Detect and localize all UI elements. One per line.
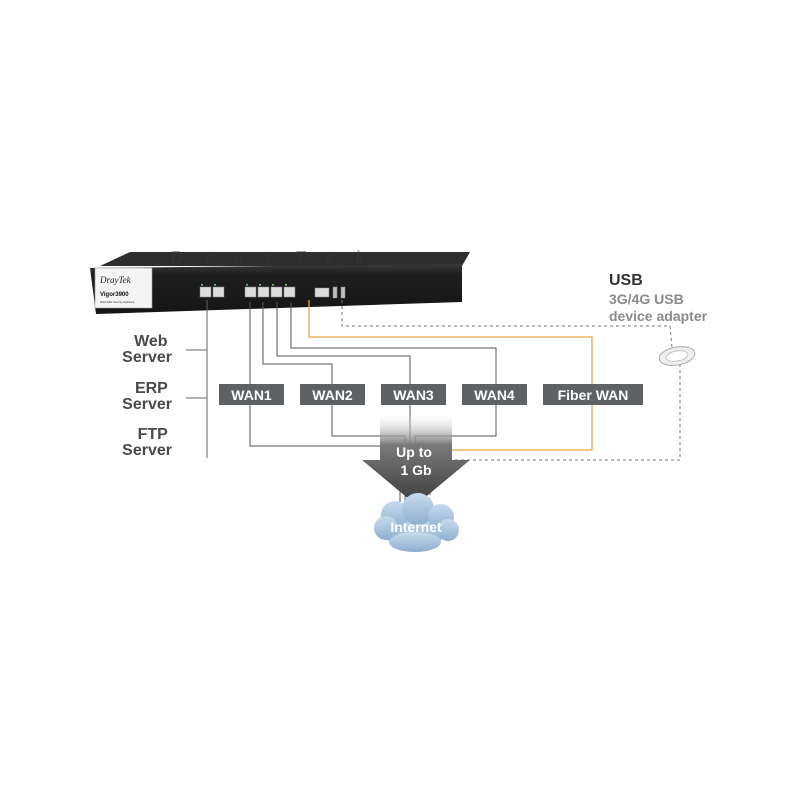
usb-line2: device adapter [609,308,708,324]
wan4-box [462,384,527,405]
fiber-wan-label: Fiber WAN [558,387,629,403]
web-server-label: Web Server [122,333,172,366]
wan1-label: WAN1 [231,387,272,403]
router-label-panel [94,267,153,309]
wan-port [244,286,257,298]
fiber-wan-box [543,384,643,405]
wan3-label: WAN3 [393,387,434,403]
router-ports [199,286,346,299]
bandwidth-label: Up to 1 Gb [396,444,436,478]
port-leds [201,284,287,286]
wan-label-boxes: WAN1 WAN2 WAN3 WAN4 Fiber WAN [219,384,643,405]
bandwidth-arrow: Up to 1 Gb [362,412,470,505]
usb-title: USB [609,272,643,289]
wan4-label: WAN4 [474,387,515,403]
wan2-box [300,384,365,405]
wan3-box [381,384,446,405]
erp-server-label: ERP Server [122,380,172,413]
internet-cloud: Internet [374,493,459,552]
wan-port [283,286,296,298]
router-model: Vigor3900 [100,292,129,298]
ftp-server-label: FTP Server [122,426,172,459]
wan-port [257,286,270,298]
internet-label: Internet [390,519,442,535]
lan-links [186,300,208,458]
usb-port [340,286,346,299]
wan-port [270,286,283,298]
usb-line1: 3G/4G USB [609,291,684,307]
wan2-label: WAN2 [312,387,353,403]
server-labels: Web Server ERP Server FTP Server [122,333,172,459]
usb-dongle [658,346,696,366]
usb-cable [341,300,673,349]
wan1-box [219,384,284,405]
router-brand-watermark: DrayTek [169,247,385,267]
cloud-shape [374,493,459,552]
router-model-subtitle: Multi-WAN Security Appliance [100,300,135,304]
usb-labels: USB 3G/4G USB device adapter [609,272,708,324]
sfp-port [314,287,330,298]
lan-port [199,286,212,298]
router-top-face [100,252,470,266]
lan-port [212,286,225,298]
usb-port [332,286,338,299]
router: DrayTek Vigor3900 Multi-WAN Security App… [90,247,470,314]
router-brand: DrayTek [99,275,132,285]
arrow-shape [362,412,470,505]
